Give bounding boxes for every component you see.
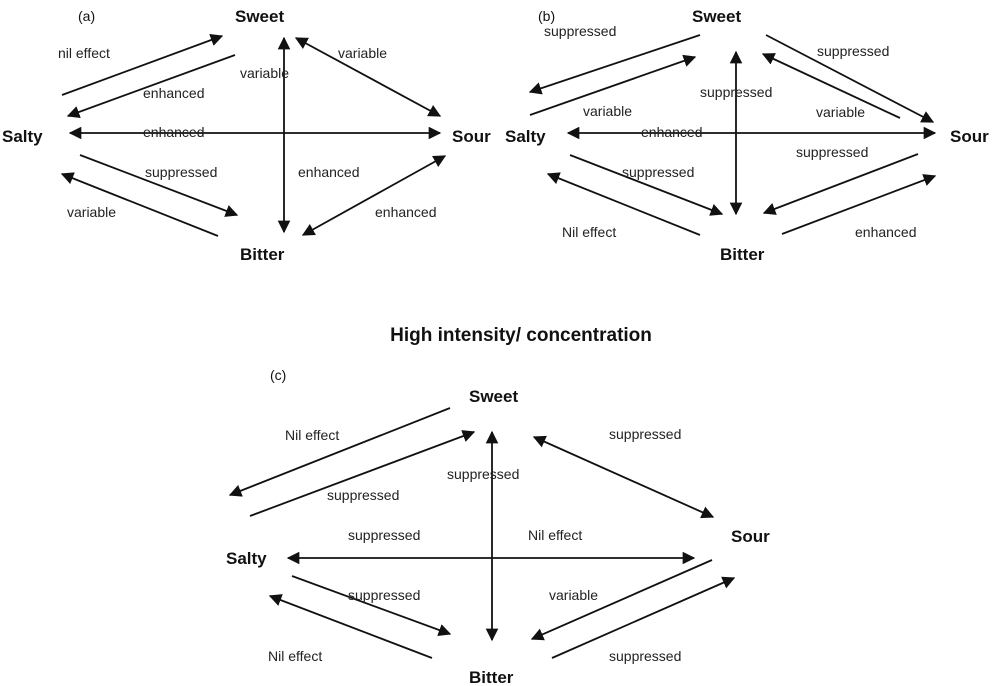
panel-b-label-enhanced-middle: enhanced xyxy=(641,124,703,140)
panel-b-node-salty: Salty xyxy=(505,127,546,146)
panel-c-node-sour: Sour xyxy=(731,527,770,546)
panel-a-edge-salty-to-bitter xyxy=(79,154,239,217)
panel-a-label-enhanced-middle: enhanced xyxy=(143,124,205,140)
panel-b-label: (b) xyxy=(538,8,555,24)
panel-b-edge-salty-to-sweet xyxy=(529,54,697,116)
panel-b-edge-bitter-to-sour xyxy=(781,174,937,235)
panel-a-node-bitter: Bitter xyxy=(240,245,285,264)
panel-b-label-nil-effect: Nil effect xyxy=(562,224,616,240)
panel-b-label-variable-right: variable xyxy=(816,104,865,120)
panel-a-label-variable-right: variable xyxy=(338,45,387,61)
panel-b-label-variable-left: variable xyxy=(583,103,632,119)
panel-a-label-enhanced-center: enhanced xyxy=(298,164,360,180)
panel-a: (a) Sweet Salty Sour Bitter nil effect e… xyxy=(2,7,491,264)
panel-a-edge-sweet-to-salty xyxy=(66,54,236,119)
panel-b-label-suppressed-center: suppressed xyxy=(700,84,772,100)
panel-c-edge-sweet-to-salty-upper xyxy=(228,407,451,497)
panel-c-node-sweet: Sweet xyxy=(469,387,518,406)
panel-b-node-sour: Sour xyxy=(950,127,989,146)
panel-a-label-enhanced-lower-right: enhanced xyxy=(375,204,437,220)
panel-c-edge-sour-to-bitter xyxy=(530,559,713,641)
panel-b-label-suppressed-lower-left: suppressed xyxy=(622,164,694,180)
panel-c-edge-salty-to-sweet xyxy=(249,430,476,517)
panel-c-label-suppressed-upper-left: suppressed xyxy=(327,487,399,503)
panel-b-label-suppressed-top-left: suppressed xyxy=(544,23,616,39)
panel-c-edge-salty-to-bitter xyxy=(291,575,452,637)
panel-a-label-nil-effect: nil effect xyxy=(58,45,110,61)
panel-a-edge-sour-bitter xyxy=(301,155,447,236)
panel-a-edge-bitter-to-salty xyxy=(60,172,219,237)
panel-c-label-nil-effect-top: Nil effect xyxy=(285,427,339,443)
panel-b-label-enhanced-lower-right: enhanced xyxy=(855,224,917,240)
panel-c: (c) Sweet Salty Sour Bitter Nil effect s… xyxy=(226,367,770,686)
panel-c-edge-sweet-sour xyxy=(532,435,715,519)
panel-b-edge-salty-to-bitter xyxy=(569,154,724,216)
panel-b-edge-sweet-to-sour xyxy=(765,34,935,123)
panel-c-label-suppressed-bottom-right: suppressed xyxy=(609,648,681,664)
panel-b: (b) Sweet Salty Sour Bitter suppressed v… xyxy=(505,7,989,264)
panel-b-node-bitter: Bitter xyxy=(720,245,765,264)
panel-c-label-suppressed-lower-left: suppressed xyxy=(348,587,420,603)
panel-c-edge-bitter-to-sour xyxy=(551,576,736,659)
panel-b-label-suppressed-lower-right: suppressed xyxy=(796,144,868,160)
panel-a-label-variable-lower: variable xyxy=(67,204,116,220)
panel-c-label: (c) xyxy=(270,367,286,383)
panel-c-label-suppressed-middle: suppressed xyxy=(348,527,420,543)
panel-b-edge-sweet-to-salty xyxy=(528,34,701,95)
panel-b-edge-bitter-to-salty xyxy=(546,172,701,236)
panel-a-label-enhanced-upper: enhanced xyxy=(143,85,205,101)
panel-a-node-sweet: Sweet xyxy=(235,7,284,26)
panel-c-label-variable: variable xyxy=(549,587,598,603)
panel-a-node-sour: Sour xyxy=(452,127,491,146)
panel-b-label-suppressed-top-right: suppressed xyxy=(817,43,889,59)
panel-a-node-salty: Salty xyxy=(2,127,43,146)
panel-c-node-salty: Salty xyxy=(226,549,267,568)
panel-a-edge-sweet-sour xyxy=(294,37,442,117)
panel-b-node-sweet: Sweet xyxy=(692,7,741,26)
panel-c-label-nil-effect-middle: Nil effect xyxy=(528,527,582,543)
panel-a-label-suppressed: suppressed xyxy=(145,164,217,180)
panel-a-label-variable-center: variable xyxy=(240,65,289,81)
panel-c-label-nil-effect-bottom: Nil effect xyxy=(268,648,322,664)
panel-c-label-suppressed-top-right: suppressed xyxy=(609,426,681,442)
panel-b-edge-sour-to-sweet xyxy=(761,53,901,119)
panel-c-label-suppressed-center: suppressed xyxy=(447,466,519,482)
panel-c-node-bitter: Bitter xyxy=(469,668,514,686)
panel-a-edge-salty-to-sweet xyxy=(61,34,224,96)
panel-c-edge-bitter-to-salty xyxy=(268,594,433,659)
panel-b-edge-sour-to-bitter xyxy=(762,153,919,215)
panel-a-label: (a) xyxy=(78,8,95,24)
section-heading: High intensity/ concentration xyxy=(390,325,652,346)
